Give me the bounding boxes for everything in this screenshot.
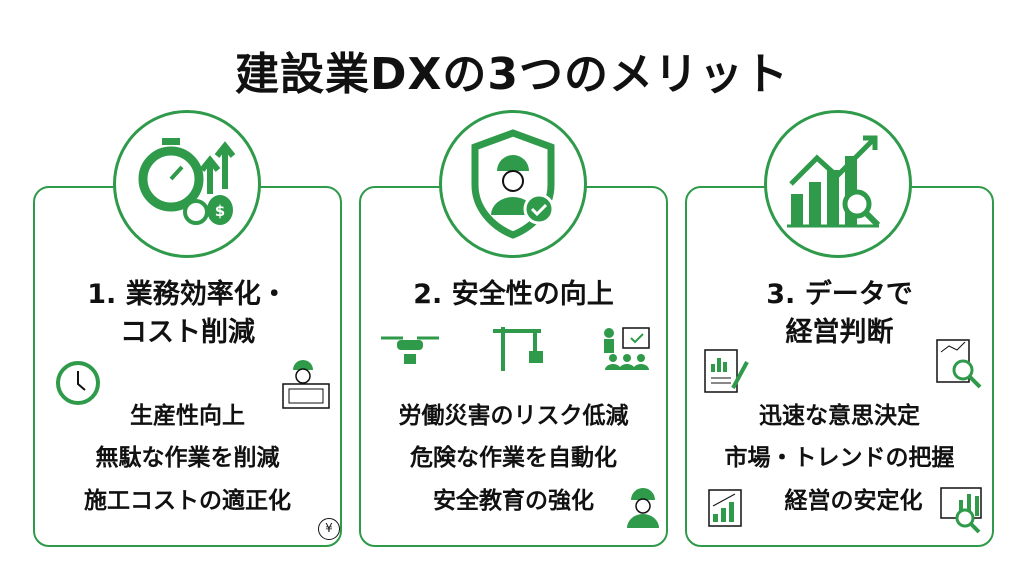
card-item: 経営の安定化 [784,488,923,514]
card-item: 危険な作業を自動化 [410,445,617,471]
card-item: 生産性向上 [130,403,245,429]
efficiency-icon-circle: $ [113,110,261,258]
yen-icon: ¥ [318,518,340,540]
card-title: 1. 業務効率化・コスト削減 [87,279,288,348]
analysis-magnifier-icon [936,339,982,389]
card-item: 安全教育の強化 [433,488,594,514]
chart-magnifier-icon [940,487,982,534]
shield-worker-icon [471,129,555,239]
worker-icon [627,488,659,528]
card-item: 迅速な意思決定 [759,403,920,429]
card-item: 無駄な作業を削減 [95,445,280,471]
card-item: 施工コストの適正化 [84,488,291,514]
data-icon-circle [764,110,912,258]
worker-blueprint-icon [282,360,330,409]
clock-icon [56,361,100,405]
svg-text:$: $ [215,202,225,220]
chart-growth-icon [787,135,881,228]
report-pen-icon [704,349,749,393]
safety-icon-circle [439,110,587,258]
page-title: 建設業DXの3つのメリット [234,49,790,100]
card-title: 2. 安全性の向上 [413,279,614,310]
growth-chart-icon [708,489,742,527]
card-item: 労働災害のリスク低減 [398,403,629,429]
drone-icon [381,336,439,364]
card-item: 市場・トレンドの把握 [724,445,955,471]
crane-icon [493,327,543,371]
safety-training-icon [604,327,650,370]
card-title: 3. データで経営判断 [766,279,913,348]
stopwatch-money-icon: $ [138,138,236,225]
